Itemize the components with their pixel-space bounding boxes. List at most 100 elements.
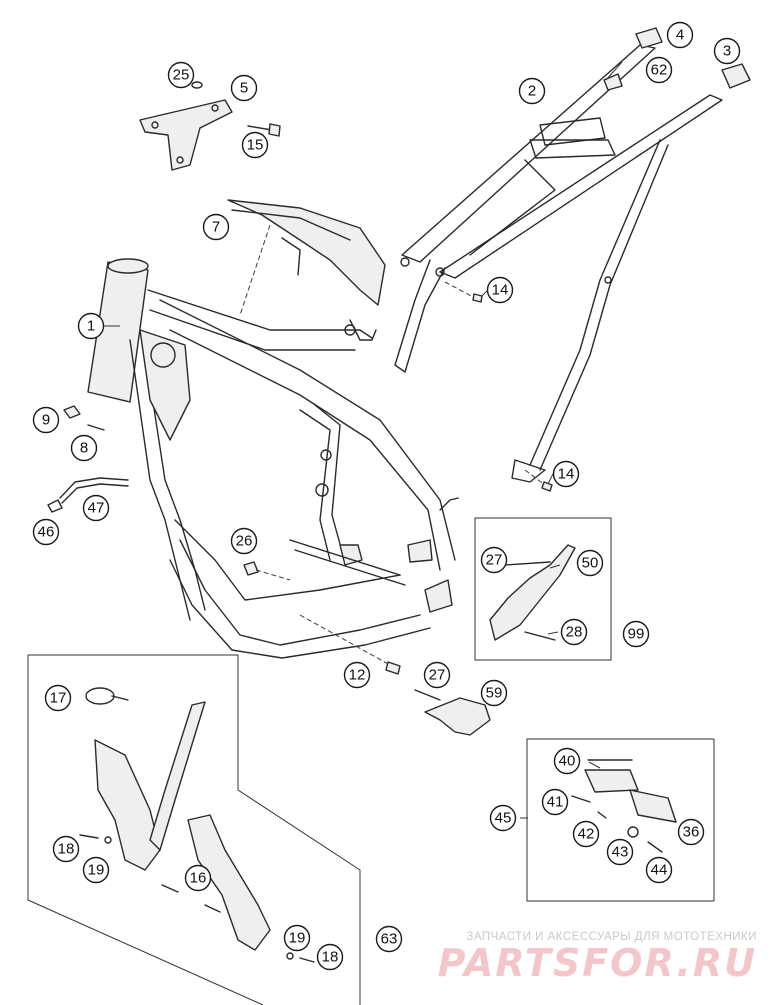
bolt-14a	[444, 281, 483, 303]
callout-25: 25	[167, 61, 195, 89]
callout-43: 43	[606, 838, 634, 866]
svg-text:18: 18	[58, 841, 75, 858]
group-box-99	[474, 517, 612, 661]
svg-text:15: 15	[247, 137, 264, 154]
bushing-16	[161, 884, 221, 913]
watermark: ЗАПЧАСТИ И АКСЕССУАРЫ ДЛЯ МОТОТЕХНИКИ PA…	[438, 931, 757, 983]
bolt-14b	[524, 469, 553, 492]
callout-5: 5	[230, 74, 258, 102]
end-cap-4	[635, 27, 663, 49]
callout-28: 28	[560, 618, 588, 646]
watermark-brand: PARTSFOR.RU	[437, 941, 757, 985]
callout-4: 4	[666, 21, 694, 49]
end-cap-3	[721, 63, 751, 89]
callout-3: 3	[713, 37, 741, 65]
cotter-44	[647, 841, 663, 853]
callout-99: 99	[622, 620, 650, 648]
footpeg-36	[629, 789, 677, 823]
callout-19b: 19	[283, 924, 311, 952]
callout-16: 16	[184, 864, 212, 892]
svg-text:46: 46	[38, 524, 55, 541]
svg-text:5: 5	[240, 80, 248, 97]
callout-17: 17	[44, 684, 72, 712]
callout-63: 63	[375, 925, 403, 953]
callout-27a: 27	[480, 546, 508, 574]
callout-36: 36	[677, 818, 705, 846]
svg-text:14: 14	[558, 466, 575, 483]
callout-14b: 14	[552, 460, 580, 488]
svg-text:3: 3	[723, 43, 731, 60]
callout-18a: 18	[52, 835, 80, 863]
main-frame	[87, 258, 459, 659]
svg-text:43: 43	[612, 844, 629, 861]
clip-46	[47, 499, 63, 513]
chain-slider-50	[489, 544, 576, 641]
svg-text:7: 7	[212, 219, 220, 236]
svg-text:14: 14	[492, 282, 509, 299]
svg-text:99: 99	[628, 626, 645, 643]
group-box-45	[526, 738, 715, 902]
bracket-5	[139, 81, 281, 171]
svg-text:19: 19	[289, 930, 306, 947]
callout-27b: 27	[423, 661, 451, 689]
callout-2: 2	[518, 77, 546, 105]
washer-43	[627, 826, 639, 838]
svg-text:62: 62	[651, 62, 668, 79]
svg-text:12: 12	[349, 667, 366, 684]
svg-text:27: 27	[429, 667, 446, 684]
leader-lines	[103, 61, 623, 819]
bolt-12	[299, 614, 401, 675]
group-box-63	[28, 654, 361, 1005]
svg-text:19: 19	[88, 862, 105, 879]
svg-text:45: 45	[495, 810, 512, 827]
bolt-8	[87, 424, 105, 431]
callout-41: 41	[541, 788, 569, 816]
svg-text:42: 42	[578, 826, 595, 843]
svg-text:9: 9	[42, 412, 50, 429]
clip-62	[603, 73, 623, 91]
guard-plate-7	[227, 199, 386, 316]
nut-26	[243, 561, 291, 581]
svg-text:18: 18	[322, 949, 339, 966]
callout-19a: 19	[82, 856, 110, 884]
hose-47	[59, 477, 129, 504]
svg-text:59: 59	[486, 685, 503, 702]
callout-50: 50	[576, 549, 604, 577]
group-box-63-left	[27, 655, 264, 1005]
svg-text:26: 26	[236, 533, 253, 550]
callout-42: 42	[572, 820, 600, 848]
svg-text:25: 25	[173, 67, 190, 84]
callout-47: 47	[82, 494, 110, 522]
spring-42	[597, 811, 607, 819]
pin-41	[571, 795, 591, 803]
svg-text:50: 50	[582, 555, 599, 572]
callout-1: 1	[77, 312, 105, 340]
svg-text:41: 41	[547, 794, 564, 811]
callout-9: 9	[32, 406, 60, 434]
callout-8: 8	[70, 434, 98, 462]
callout-44: 44	[645, 856, 673, 884]
nut-9	[63, 405, 81, 419]
hardware-18-19	[79, 834, 315, 963]
svg-text:1: 1	[87, 318, 95, 335]
rear-subframe	[394, 44, 723, 483]
callout-18b: 18	[316, 943, 344, 971]
svg-text:47: 47	[88, 500, 105, 517]
callout-59: 59	[480, 679, 508, 707]
frame-guard-left	[94, 701, 206, 871]
watermark-tagline: ЗАПЧАСТИ И АКСЕССУАРЫ ДЛЯ МОТОТЕХНИКИ	[466, 931, 757, 943]
callout-15: 15	[241, 131, 269, 159]
callout-45: 45	[489, 804, 517, 832]
svg-text:8: 8	[80, 440, 88, 457]
cable-tie-17	[85, 687, 129, 705]
callout-46: 46	[32, 518, 60, 546]
callout-62: 62	[645, 56, 673, 84]
svg-text:27: 27	[486, 552, 503, 569]
callout-14a: 14	[486, 276, 514, 304]
svg-text:36: 36	[683, 824, 700, 841]
svg-text:2: 2	[528, 83, 536, 100]
svg-text:4: 4	[676, 27, 684, 44]
svg-text:40: 40	[559, 753, 576, 770]
callout-26: 26	[230, 527, 258, 555]
